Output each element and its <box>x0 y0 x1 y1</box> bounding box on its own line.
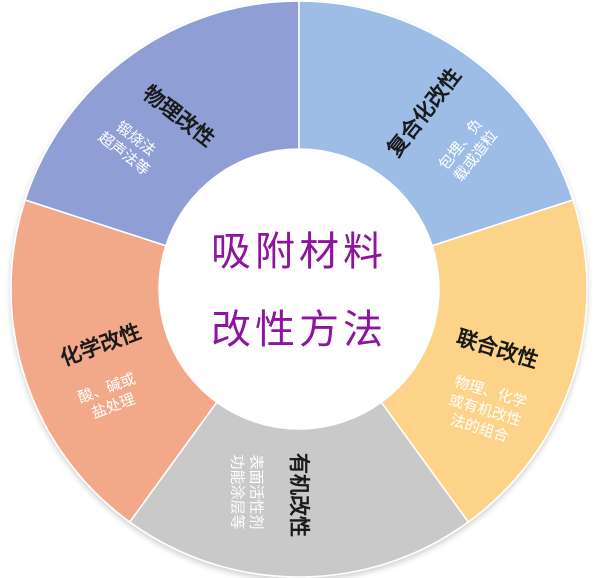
center-title-line2: 改性方法 <box>211 307 387 353</box>
center-title-line1: 吸附材料 <box>211 229 387 275</box>
segment-desc-line: 表面活性剂 <box>248 454 266 529</box>
center-circle <box>159 149 439 429</box>
segments-layer <box>10 0 588 578</box>
segment-title-organic: 有机改性 <box>287 453 311 537</box>
segment-desc-line: 功能涂层等 <box>229 454 247 529</box>
segment-desc-organic: 表面活性剂功能涂层等 <box>229 454 266 529</box>
